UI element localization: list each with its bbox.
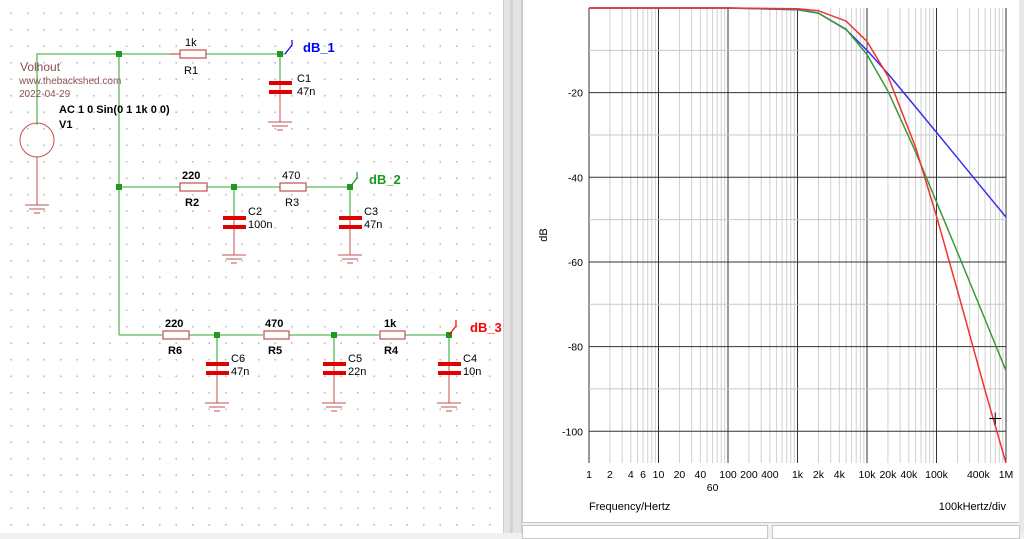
c4-name[interactable]: C4	[463, 353, 478, 365]
r3-value[interactable]: 470	[282, 170, 301, 182]
capacitor-leads-grounds	[19, 80, 461, 412]
source-name[interactable]: V1	[59, 119, 73, 131]
probe-db3-label[interactable]: dB_3	[470, 320, 502, 335]
r1-value[interactable]: 1k	[185, 37, 197, 49]
c3-value[interactable]: 47n	[364, 219, 383, 231]
junction-dots	[116, 51, 452, 338]
c2-value[interactable]: 100n	[248, 219, 273, 231]
r1-name[interactable]: R1	[184, 65, 199, 77]
source-spec[interactable]: AC 1 0 Sin(0 1 1k 0 0)	[59, 104, 170, 116]
probe-db2-label[interactable]: dB_2	[369, 172, 401, 187]
c6-value[interactable]: 47n	[231, 366, 250, 378]
capacitor-plates	[206, 81, 461, 375]
bottom-panel-right	[772, 525, 1020, 539]
website-label: www.thebackshed.com	[19, 76, 122, 87]
panel-splitter[interactable]	[503, 0, 522, 533]
c2-name[interactable]: C2	[248, 206, 263, 218]
bode-plot-panel[interactable]	[522, 0, 1020, 523]
c5-value[interactable]: 22n	[348, 366, 367, 378]
bottom-panel-left	[522, 525, 768, 539]
c4-value[interactable]: 10n	[463, 366, 482, 378]
c1-name[interactable]: C1	[297, 73, 312, 85]
r6-name[interactable]: R6	[168, 345, 183, 357]
resistors	[162, 49, 406, 340]
date-label: 2022-04-29	[19, 89, 71, 100]
r5-value[interactable]: 470	[265, 318, 284, 330]
probe-db1-label[interactable]: dB_1	[303, 40, 335, 55]
r6-value[interactable]: 220	[165, 318, 184, 330]
r4-value[interactable]: 1k	[384, 318, 397, 330]
probe-markers	[284, 40, 457, 336]
r2-value[interactable]: 220	[182, 170, 201, 182]
scrollbar[interactable]	[1019, 0, 1024, 533]
schematic-drawing	[19, 40, 461, 412]
c1-value[interactable]: 47n	[297, 86, 316, 98]
c3-name[interactable]: C3	[364, 206, 379, 218]
r2-name[interactable]: R2	[185, 197, 200, 209]
r3-name[interactable]: R3	[285, 197, 300, 209]
r5-name[interactable]: R5	[268, 345, 283, 357]
wires	[36, 53, 450, 362]
author-label: Volhout	[20, 60, 61, 74]
r4-name[interactable]: R4	[384, 345, 399, 357]
c6-name[interactable]: C6	[231, 353, 246, 365]
schematic-canvas[interactable]: Volhout www.thebackshed.com 2022-04-29 A…	[0, 0, 503, 533]
c5-name[interactable]: C5	[348, 353, 363, 365]
